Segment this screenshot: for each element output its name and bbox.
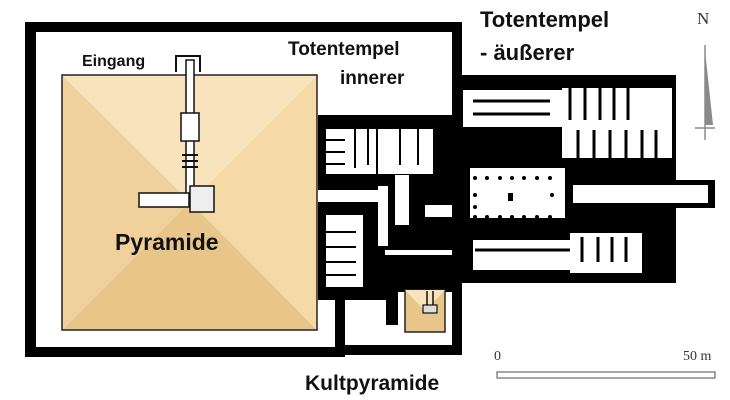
north-arrow-icon [695,45,715,140]
north-label: N [697,9,709,28]
label-cult-pyramid: Kultpyramide [305,372,439,395]
label-pyramid: Pyramide [115,229,219,255]
main-pyramid [61,55,318,331]
label-inner-temple-1: Totentempel [288,39,400,60]
scale-bar [496,371,716,379]
label-outer-temple-1: Totentempel [480,7,609,32]
cult-pyramid [345,255,462,355]
courtyard-columns [473,176,554,219]
label-entrance: Eingang [82,53,145,70]
label-outer-temple-2: - äußerer [480,40,575,65]
scale-start: 0 [494,349,501,364]
inner-temple [318,115,455,325]
scale-end: 50 m [683,349,712,364]
outer-temple [452,75,715,283]
label-inner-temple-2: innerer [340,68,405,89]
